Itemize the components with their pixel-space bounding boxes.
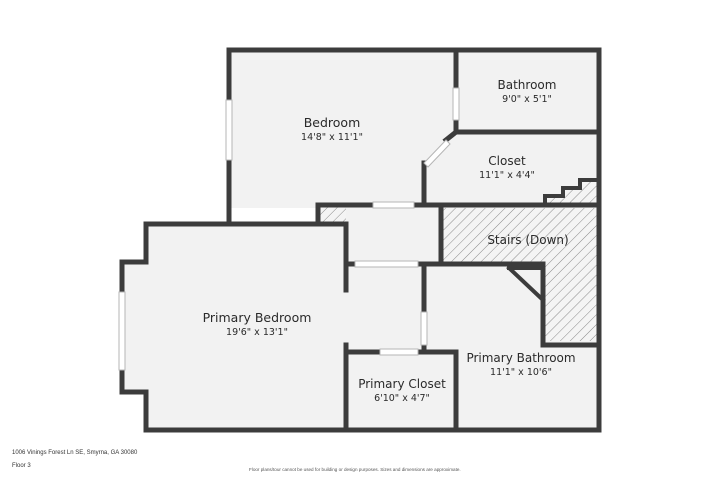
- room-dims-primary-bedroom: 19'6" x 13'1": [226, 327, 288, 338]
- footer-disclaimer: Floor plans/tour cannot be used for buil…: [249, 467, 461, 472]
- walls: [119, 47, 602, 433]
- room-dims-closet: 11'1" x 4'4": [479, 170, 535, 181]
- room-dims-primary-bathroom: 11'1" x 10'6": [490, 367, 552, 378]
- room-name-bedroom: Bedroom: [304, 115, 361, 130]
- footer-address: 1006 Vinings Forest Ln SE, Smyrna, GA 30…: [12, 450, 138, 456]
- room-name-primary-bedroom: Primary Bedroom: [203, 310, 312, 325]
- footer-floor-label: Floor 3: [12, 463, 31, 469]
- room-name-primary-bathroom: Primary Bathroom: [466, 351, 575, 365]
- room-labels: Bedroom 14'8" x 11'1" Bathroom 9'0" x 5'…: [203, 78, 576, 404]
- closet-door: [423, 139, 451, 168]
- windows: [118, 87, 460, 371]
- room-dims-primary-closet: 6'10" x 4'7": [374, 393, 430, 404]
- room-name-stairs: Stairs (Down): [487, 233, 568, 247]
- room-dims-bathroom: 9'0" x 5'1": [502, 94, 552, 105]
- room-name-bathroom: Bathroom: [498, 78, 557, 92]
- room-dims-bedroom: 14'8" x 11'1": [301, 132, 363, 143]
- room-name-closet: Closet: [488, 154, 526, 168]
- room-name-primary-closet: Primary Closet: [358, 377, 446, 391]
